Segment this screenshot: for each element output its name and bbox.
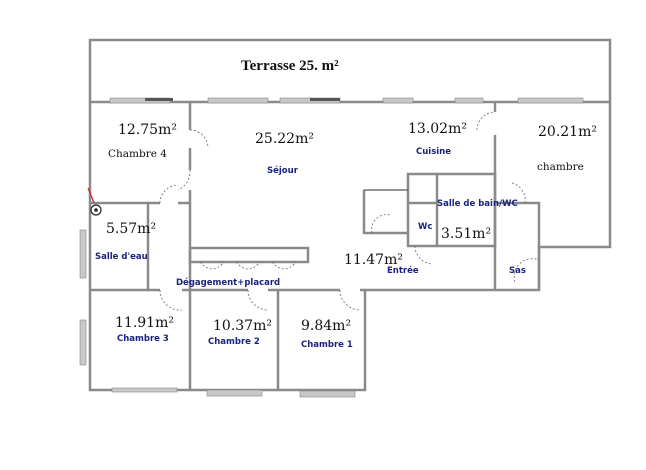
placard-doors	[199, 261, 297, 270]
door-arc	[247, 289, 269, 311]
window	[299, 390, 356, 398]
window	[79, 229, 87, 279]
area-salle-eau: 5.57m²	[106, 221, 156, 237]
wall-bedrooms	[188, 290, 280, 390]
wall-sas	[495, 201, 541, 290]
area-salle-de-bain: 3.51m²	[441, 226, 491, 242]
area-chambre-3: 11.91m²	[115, 315, 174, 331]
area-chambre-2: 10.37m²	[213, 318, 272, 334]
label-sas: Sas	[509, 266, 526, 276]
area-chambre-1: 9.84m²	[301, 318, 351, 334]
area-cuisine: 13.02m²	[408, 121, 467, 137]
door-arc	[513, 258, 540, 283]
label-chambre-2: Chambre 2	[208, 337, 260, 347]
door-arc	[159, 289, 183, 311]
wall-closet	[362, 190, 408, 235]
terrace-label: Terrasse 25. m²	[241, 58, 339, 74]
door-arc	[511, 182, 526, 204]
window	[382, 97, 414, 104]
door-arc	[476, 111, 496, 131]
terrace-outline	[88, 38, 612, 104]
door-arc	[339, 289, 361, 311]
area-chambre: 20.21m²	[538, 124, 597, 140]
label-wc: Wc	[418, 222, 432, 232]
window	[111, 387, 178, 393]
window	[454, 97, 484, 104]
window	[310, 98, 340, 101]
window	[207, 97, 269, 104]
target-dot	[94, 208, 98, 212]
label-degagement: Dégagement+placard	[176, 277, 280, 288]
label-chambre-3: Chambre 3	[117, 334, 169, 344]
area-sejour: 25.22m²	[255, 131, 314, 147]
door-arc	[177, 129, 209, 191]
marker	[87, 187, 102, 216]
label-salle-eau: Salle d'eau	[95, 252, 148, 262]
label-cuisine: Cuisine	[416, 147, 451, 157]
window	[206, 389, 263, 397]
window	[517, 97, 584, 104]
doors	[159, 111, 540, 311]
label-entree: Entrée	[387, 265, 419, 276]
label-chambre-1: Chambre 1	[301, 340, 353, 350]
window	[79, 319, 87, 366]
area-entree: 11.47m²	[344, 252, 403, 268]
salle-de-bain	[406, 172, 497, 248]
label-chambre-4: Chambre 4	[108, 148, 167, 160]
window	[145, 98, 173, 101]
label-salle-de-bain: Salle de bain/WC	[437, 199, 518, 209]
label-sejour: Séjour	[267, 165, 299, 176]
wall-wc	[408, 174, 439, 246]
door-arc	[371, 214, 391, 234]
red-arrow-icon	[87, 187, 95, 204]
area-chambre-4: 12.75m²	[118, 122, 177, 138]
label-chambre: chambre	[537, 161, 584, 173]
walls	[88, 38, 612, 392]
windows	[79, 97, 584, 398]
door-arc	[414, 245, 434, 265]
placard	[188, 246, 310, 264]
door-arc	[159, 184, 179, 204]
